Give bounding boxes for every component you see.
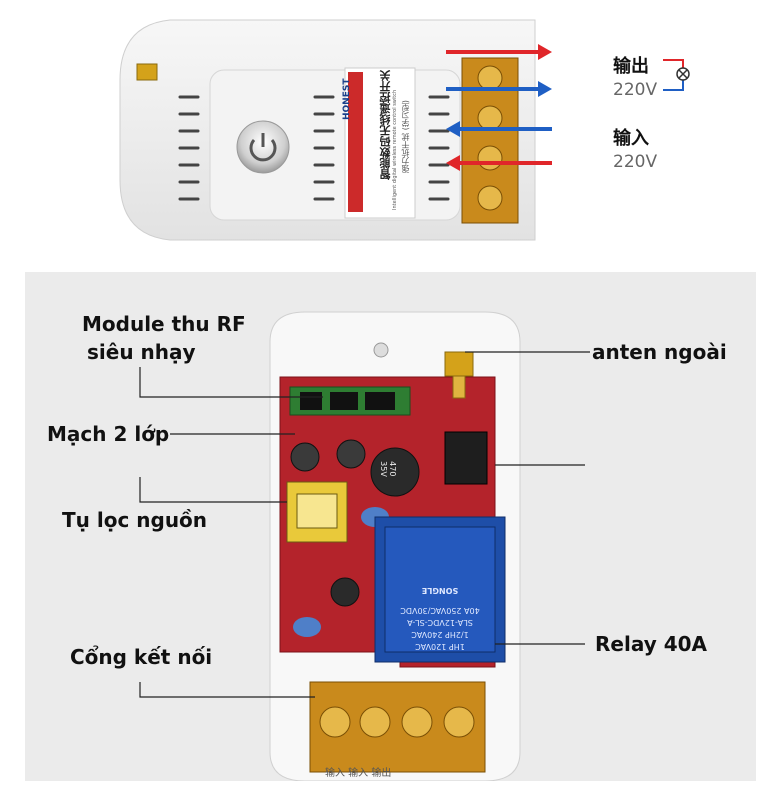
label-pcb: Mạch 2 lớp (47, 422, 170, 446)
label-rf-module-line1: Module thu RF (82, 312, 246, 336)
input-label: 输入 (613, 128, 649, 149)
antenna-connector-icon (136, 63, 158, 81)
lamp-symbol-icon (663, 59, 690, 91)
capacitor-voltage: 35V (378, 461, 388, 477)
mount-hole-icon (373, 342, 389, 358)
relay-line1: 1HP 120VAC (415, 642, 465, 651)
small-capacitor (290, 442, 320, 472)
bottom-terminal-screws (319, 706, 475, 738)
label-filter-cap: Tụ lọc nguồn (62, 508, 208, 532)
label-rf-module-line2: siêu nhạy (87, 340, 196, 364)
label-relay: Relay 40A (595, 632, 708, 656)
relay-line4: 40A 250VAC/30VDC (400, 606, 480, 615)
input-voltage: 220V (613, 152, 658, 172)
capacitor-markings: 470 35V (379, 461, 397, 477)
wiring-arrows (446, 44, 552, 171)
filter-capacitor (370, 447, 420, 497)
label-antenna: anten ngoài (592, 340, 727, 364)
bottom-pcb-photo: 1HP 120VAC 1/2HP 240VAC SLA-12VDC-SL-A 4… (25, 272, 756, 782)
relay-markings: 1HP 120VAC 1/2HP 240VAC SLA-12VDC-SL-A 4… (390, 532, 490, 652)
callout-lines (139, 351, 590, 698)
relay-brand: SONGLE (421, 586, 459, 595)
top-device-drawing (119, 19, 690, 241)
relay-line3: SLA-12VDC-SL-A (407, 618, 473, 627)
mcu-chip (444, 431, 488, 485)
product-subtitle-en: Intelligent digital wireless remote cont… (392, 89, 398, 210)
top-product-photo: HONEST 智能数码无线遥控开关 Intelligent digital wi… (0, 0, 781, 265)
capacitor-value: 470 (387, 461, 397, 477)
antenna-connector (444, 351, 474, 377)
model-note-cn: 强力抗干扰 (学习型) (401, 100, 410, 173)
rf-module-chips (300, 392, 395, 410)
relay-line2: 1/2HP 240VAC (411, 630, 469, 639)
pcb-drawing (139, 311, 590, 782)
label-connector: Cổng kết nối (70, 645, 213, 669)
terminal-bottom-text: 输入 输入 输出 (325, 768, 392, 779)
brand-text: HONEST (342, 78, 352, 120)
output-voltage: 220V (613, 80, 658, 100)
output-label: 输出 (613, 56, 649, 77)
vent-slots (178, 95, 450, 201)
